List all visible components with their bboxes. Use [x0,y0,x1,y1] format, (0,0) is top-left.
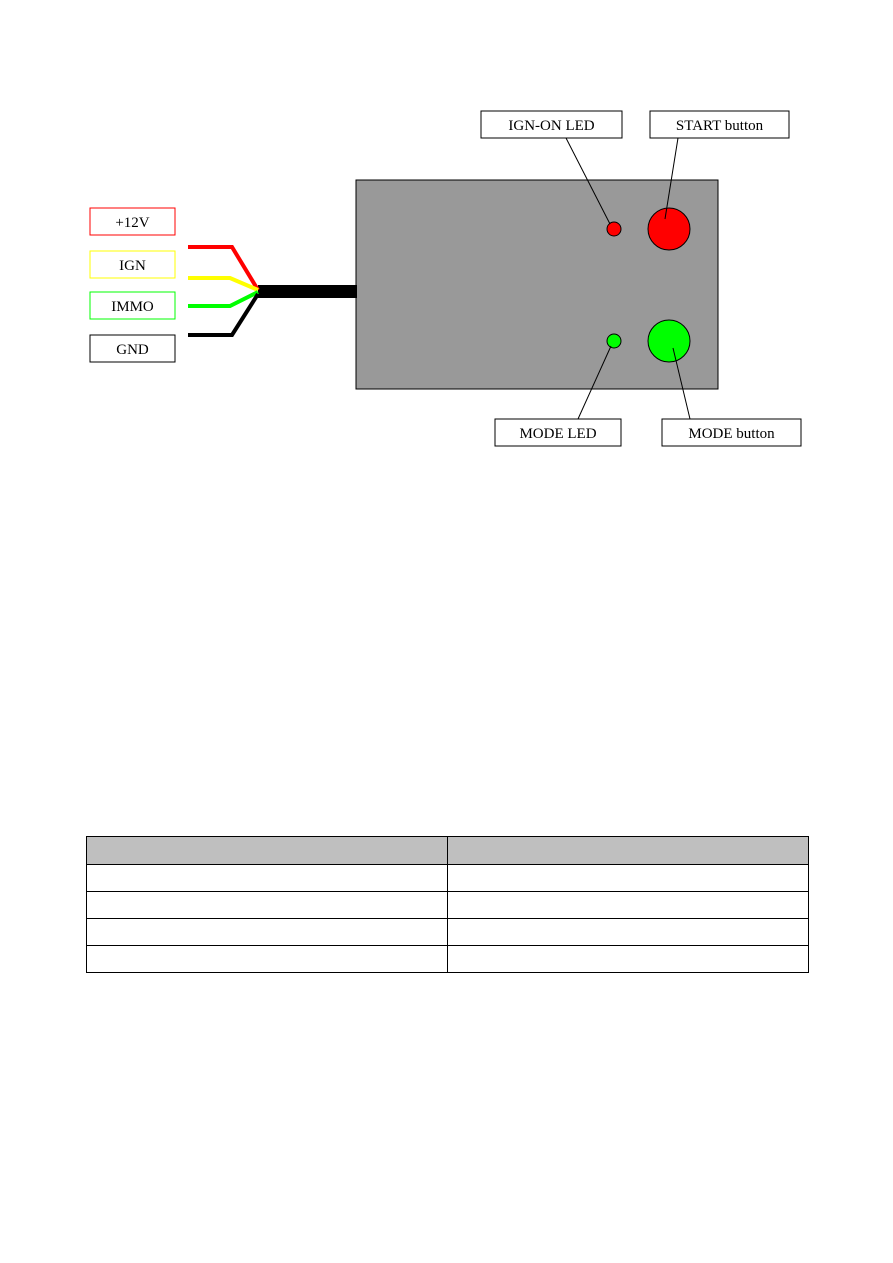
table-cell [86,945,448,973]
wire-label-immo-text: IMMO [111,299,154,315]
callout-ign-on-led-text: IGN-ON LED [508,118,594,134]
table-row [86,891,809,919]
wire-label-gnd-text: GND [116,342,149,358]
table-cell [447,918,809,946]
device-wiring-diagram: +12V IGN IMMO GND IGN-ON LED START butto… [89,110,802,447]
wires [188,245,260,337]
mode-button[interactable] [647,319,691,363]
table-cell [447,864,809,892]
callout-ign-on-led: IGN-ON LED [480,110,623,139]
wire-ign [188,276,259,292]
wire-label-12v-text: +12V [115,215,149,231]
table-header-cell [447,836,809,865]
wire-label-12v: +12V [89,207,176,236]
callout-mode-button-text: MODE button [688,426,775,442]
table-cell [86,918,448,946]
mode-led [606,333,622,349]
wire-label-ign: IGN [89,250,176,279]
callout-start-button: START button [649,110,790,139]
table-cell [447,891,809,919]
callout-mode-led-text: MODE LED [519,426,596,442]
table-cell [447,945,809,973]
table-row [86,945,809,973]
ign-on-led [606,221,622,237]
table-header-row [86,836,809,865]
table-cell [86,891,448,919]
callout-mode-button: MODE button [661,418,802,447]
leader-lines [565,137,691,420]
start-button[interactable] [647,207,691,251]
wire-immo [188,290,259,308]
table-header-cell [86,836,448,865]
wire-label-immo: IMMO [89,291,176,320]
callout-start-button-text: START button [676,118,764,134]
wire-gnd [188,292,260,337]
wire-label-gnd: GND [89,334,176,363]
wire-label-ign-text: IGN [119,258,146,274]
wire-12v [188,245,260,292]
main-cable [258,285,357,298]
table-row [86,864,809,892]
table-cell [86,864,448,892]
empty-table [86,836,809,973]
callout-mode-led: MODE LED [494,418,622,447]
table-row [86,918,809,946]
